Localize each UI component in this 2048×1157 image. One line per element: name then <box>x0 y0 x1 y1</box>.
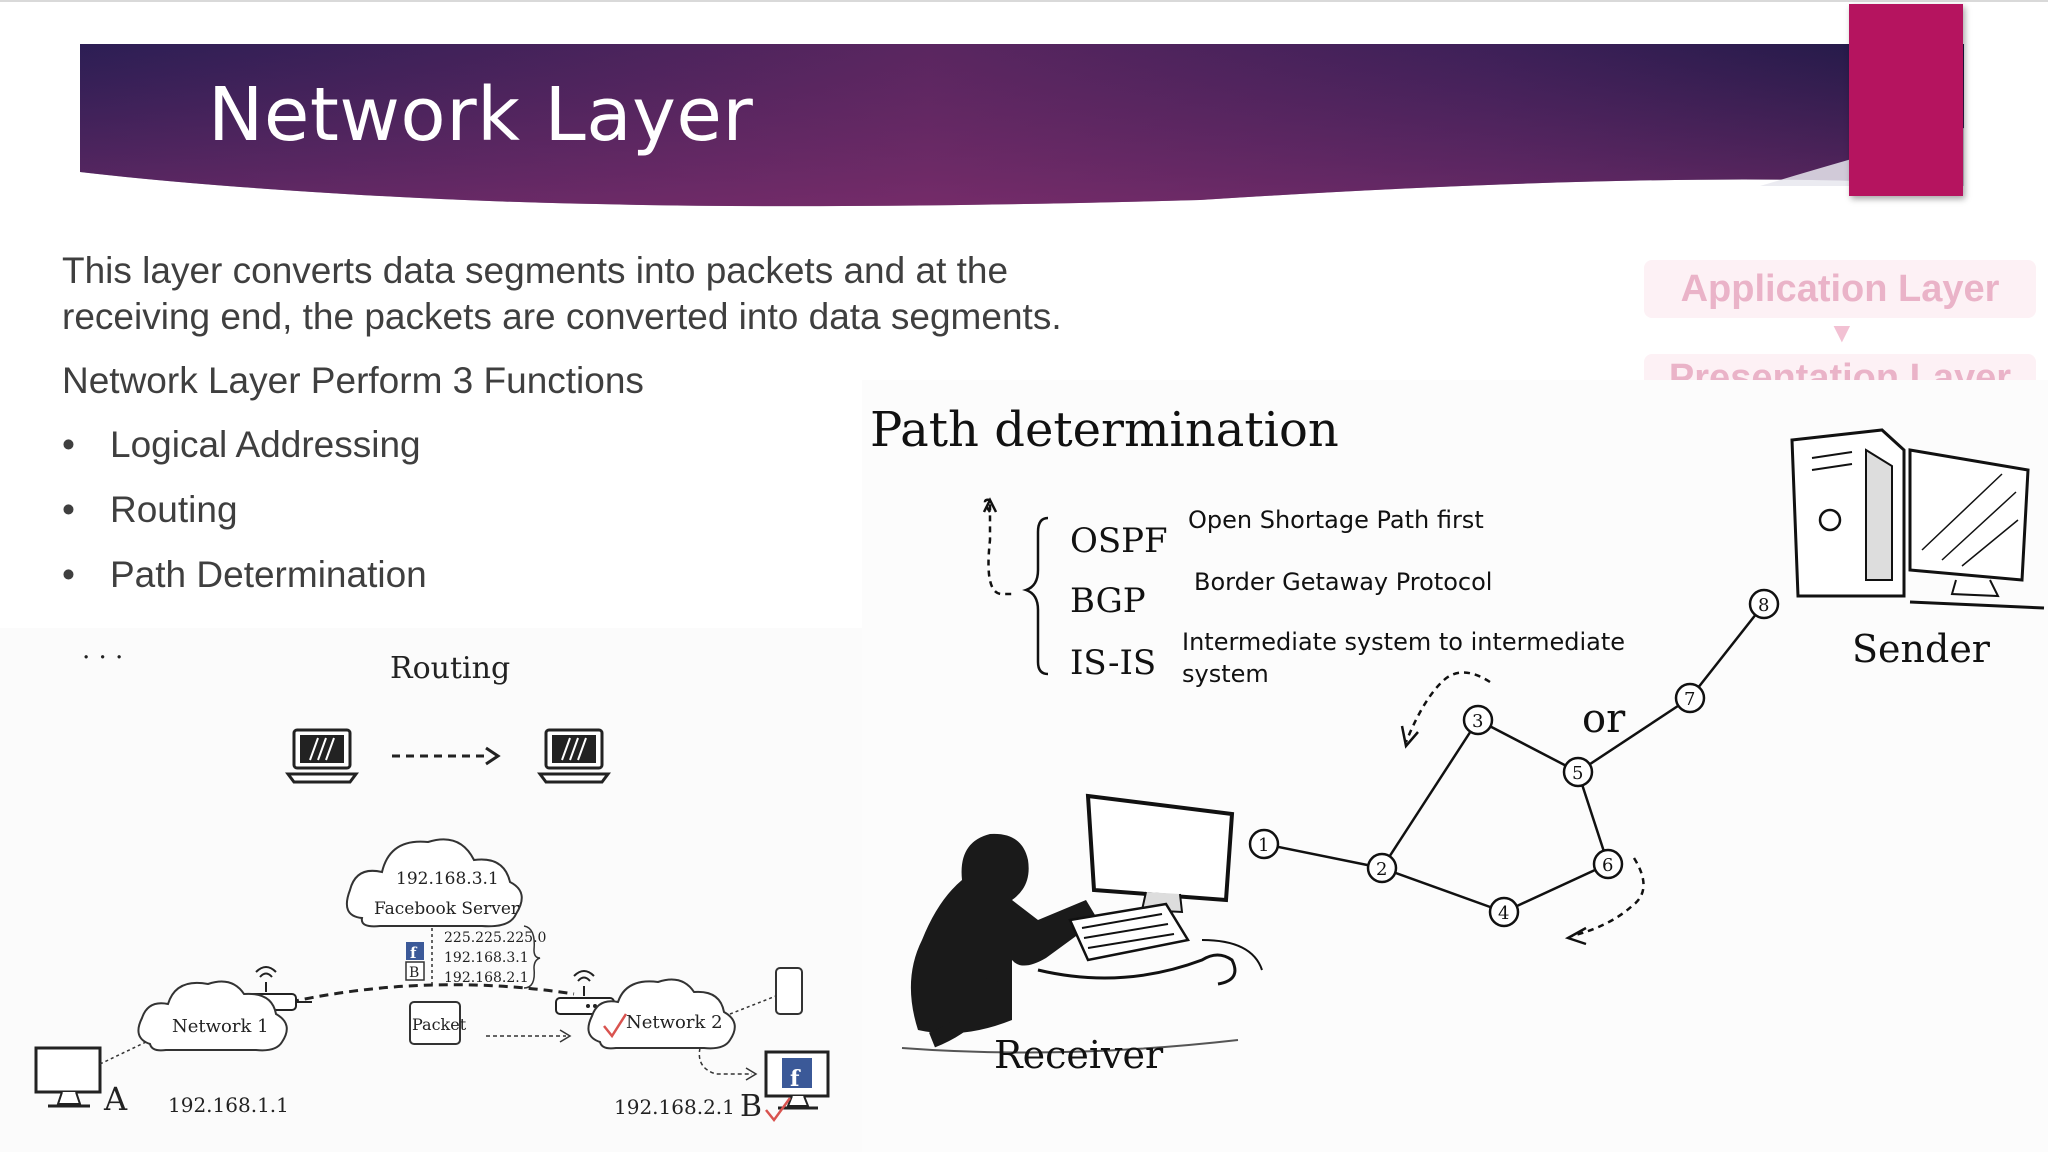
protocol-abbr: IS-IS <box>1070 643 1156 683</box>
table-row: 192.168.3.1 <box>444 950 529 966</box>
phone-icon <box>775 967 803 1015</box>
bullet-dot: • <box>62 489 75 530</box>
graph-node: 1 <box>1248 828 1280 860</box>
path-figure-title: Path determination <box>870 402 1339 458</box>
protocol-desc-continued: system <box>1182 660 1269 688</box>
svg-text:3: 3 <box>1472 711 1483 732</box>
packet-box <box>409 1001 461 1045</box>
bullet-dot: • <box>62 554 75 595</box>
presentation-layer-box: Presentation Layer <box>1644 354 2036 380</box>
title-accent-block <box>1849 4 1963 196</box>
svg-text:5: 5 <box>1572 763 1583 784</box>
svg-text:1: 1 <box>1258 835 1269 856</box>
graph-node: 7 <box>1674 682 1706 714</box>
path-determination-figure: Path determination OSPF BGP IS-IS Open S… <box>862 380 2048 1152</box>
network-2-cloud-icon <box>587 978 736 1050</box>
intro-paragraph-line-2: receiving end, the packets are converted… <box>62 296 1062 337</box>
routing-diagram: . . . Routing 192.168.3.1 Facebook Serve… <box>34 635 830 1124</box>
protocol-abbr: OSPF <box>1070 521 1168 561</box>
laptop-icon <box>537 728 611 784</box>
receiver-person-icon <box>901 793 1263 1054</box>
host-a-letter: A <box>103 1080 128 1118</box>
sender-computer-icon <box>1790 428 2045 610</box>
routing-figure: . . . Routing 192.168.3.1 Facebook Serve… <box>0 628 862 1152</box>
receiver-label: Receiver <box>994 1033 1164 1077</box>
laptop-icon <box>285 728 359 784</box>
graph-node: 8 <box>1748 588 1780 620</box>
network-1-cloud-icon <box>137 980 288 1052</box>
desktop-a-icon <box>34 1046 102 1108</box>
host-b-letter: B <box>740 1089 762 1124</box>
intro-paragraph-line-1: This layer converts data segments into p… <box>62 250 1009 291</box>
ellipsis-text: . . . <box>82 635 123 665</box>
bullet-label: Logical Addressing <box>110 424 421 465</box>
or-label: or <box>1582 696 1626 742</box>
host-b-ip: 192.168.2.1 <box>614 1095 735 1119</box>
graph-node: 2 <box>1366 852 1398 884</box>
slide-top-border <box>0 0 2048 2</box>
svg-text:2: 2 <box>1376 859 1387 880</box>
title-banner <box>80 44 1964 207</box>
server-ip: 192.168.3.1 <box>396 869 499 889</box>
osi-stack-ghost: Application Layer ▼ Presentation Layer <box>1644 256 2036 380</box>
path-diagram: Path determination OSPF BGP IS-IS Open S… <box>870 402 2045 1077</box>
monitor-f: f <box>790 1066 801 1092</box>
graph-node: 3 <box>1462 704 1494 736</box>
protocol-desc: Open Shortage Path first <box>1188 506 1484 534</box>
protocol-brace <box>1022 516 1049 676</box>
graph-node: 5 <box>1562 756 1594 788</box>
svg-text:8: 8 <box>1758 595 1769 616</box>
bullet-label: Routing <box>110 489 238 530</box>
table-row: 225.225.225.0 <box>444 930 546 946</box>
functions-heading: Network Layer Perform 3 Functions <box>62 360 644 401</box>
protocol-abbr: BGP <box>1070 581 1146 621</box>
slide-title: Network Layer <box>208 72 754 158</box>
bullet-dot: • <box>62 424 75 465</box>
svg-text:7: 7 <box>1684 689 1695 710</box>
protocol-desc: Intermediate system to intermediate <box>1182 628 1625 656</box>
svg-text:4: 4 <box>1498 903 1509 924</box>
server-cloud-icon <box>346 838 523 928</box>
b-icon <box>405 961 425 981</box>
packet-label: Packet <box>412 1015 467 1034</box>
alt-path-arrow <box>1404 671 1491 743</box>
check-icon <box>603 1013 628 1039</box>
sender-label: Sender <box>1852 627 1991 671</box>
bullet-item-routing: • Routing <box>62 489 238 531</box>
alt-path-arrow <box>1571 857 1645 938</box>
server-name: Facebook Server <box>374 899 520 919</box>
bullet-label: Path Determination <box>110 554 427 595</box>
intro-paragraph: This layer converts data segments into p… <box>62 248 1062 340</box>
facebook-f: f <box>410 944 418 962</box>
network-1-label: Network 1 <box>172 1016 269 1037</box>
b-letter: B <box>409 965 419 981</box>
protocol-desc: Border Getaway Protocol <box>1194 568 1492 596</box>
facebook-icon <box>406 942 424 960</box>
network-link <box>289 983 575 1004</box>
bullet-item-path-determination: • Path Determination <box>62 554 427 596</box>
routing-title: Routing <box>390 651 510 686</box>
host-a-ip: 192.168.1.1 <box>168 1093 289 1117</box>
bullet-item-logical-addressing: • Logical Addressing <box>62 424 421 466</box>
table-row: 192.168.2.1 <box>444 970 529 986</box>
graph-node: 6 <box>1592 848 1624 880</box>
network-2-label: Network 2 <box>626 1012 723 1033</box>
svg-text:6: 6 <box>1602 855 1613 876</box>
graph-edges <box>1263 603 1765 914</box>
graph-node: 4 <box>1488 896 1520 928</box>
desktop-b-icon <box>764 1050 830 1110</box>
down-arrow-icon: ▼ <box>1828 317 1856 348</box>
application-layer-box: Application Layer <box>1644 260 2036 318</box>
